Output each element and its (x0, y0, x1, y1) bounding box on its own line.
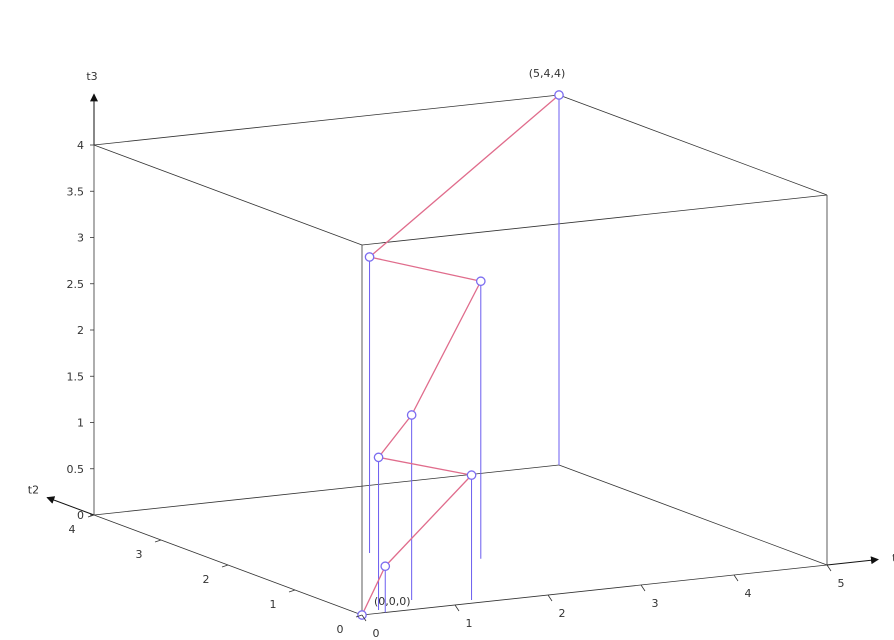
series-segment (369, 94, 560, 258)
box-frame (93, 94, 828, 616)
data-markers (357, 90, 564, 620)
data-point (406, 410, 417, 420)
z-tick-label: 4 (77, 139, 84, 152)
box-edge (558, 464, 828, 566)
series-segment (378, 414, 413, 458)
x-axis-line (826, 556, 879, 566)
series-segment (384, 474, 473, 567)
point-annotation: (0,0,0) (374, 595, 411, 608)
series-segment (369, 256, 481, 282)
data-point (380, 561, 391, 572)
x-tick (733, 574, 739, 582)
series-segment (411, 280, 482, 416)
x-tick-label: 0 (373, 627, 380, 640)
y-tick (355, 614, 363, 618)
y-tick-label: 2 (203, 573, 210, 586)
z-tick-label: 3.5 (67, 185, 85, 198)
x-tick-label: 3 (652, 597, 659, 610)
x-axis-label: t1 (892, 552, 894, 565)
y-tick (221, 564, 229, 568)
x-tick (454, 604, 460, 612)
labels: t1t2t30123450123400.511.522.533.54(0,0,0… (28, 67, 894, 640)
z-tick-label: 1.5 (67, 370, 85, 383)
x-tick (361, 614, 367, 622)
x-tick-label: 5 (838, 577, 845, 590)
y-tick (288, 589, 296, 593)
y-axis-line (46, 496, 95, 516)
z-axis-label: t3 (86, 70, 97, 83)
z-tick-label: 2.5 (67, 278, 85, 291)
box-edge (93, 94, 560, 146)
z-tick-label: 3 (77, 232, 84, 245)
y-tick-label: 3 (136, 548, 143, 561)
x-tick (640, 584, 646, 592)
y-tick (154, 539, 162, 543)
x-tick (547, 594, 553, 602)
data-point (475, 276, 486, 287)
x-tick-label: 1 (466, 617, 473, 630)
series-segment (361, 565, 386, 616)
box-edge (93, 144, 363, 246)
x-tick-label: 4 (745, 587, 752, 600)
box-edge (93, 464, 560, 516)
x-tick-label: 2 (559, 607, 566, 620)
box-edge (558, 94, 828, 196)
series-segment (378, 456, 472, 476)
data-point (466, 470, 477, 480)
stem-lines (369, 95, 560, 613)
box-edge (361, 564, 828, 616)
data-point (554, 90, 564, 100)
point-annotation: (5,4,4) (529, 67, 566, 80)
box-edge (361, 194, 828, 246)
z-tick-label: 0.5 (67, 463, 85, 476)
y-tick-label: 1 (270, 598, 277, 611)
z-tick-label: 0 (77, 509, 84, 522)
y-tick-label: 4 (69, 523, 76, 536)
data-point (373, 452, 384, 463)
z-tick-label: 1 (77, 417, 84, 430)
y-axis-label: t2 (28, 484, 39, 497)
y-tick-label: 0 (337, 623, 344, 636)
z-tick-label: 2 (77, 324, 84, 337)
data-point (364, 252, 375, 262)
series-line (361, 94, 560, 616)
x-tick (826, 564, 832, 572)
axes (46, 93, 879, 622)
